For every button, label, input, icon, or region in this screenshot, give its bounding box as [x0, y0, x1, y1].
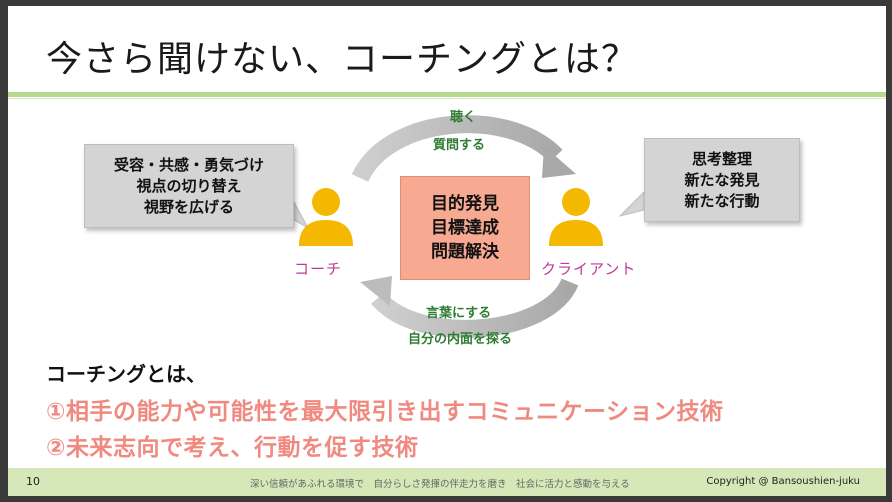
goal-box-line: 目的発見 — [431, 194, 499, 214]
title-divider-thin — [8, 98, 886, 99]
page-number: 10 — [26, 475, 40, 488]
top-arc-label: 質問する — [433, 138, 486, 153]
footer-tagline: 深い信頼があふれる環境で 自分らしさ発揮の伴走力を磨き 社会に活力と感動を与える — [250, 479, 630, 490]
title-area: 今さら聞けない、コーチングとは？ — [8, 6, 886, 90]
goal-box: 目的発見 目標達成 問題解決 — [400, 176, 530, 280]
goal-box-line: 目標達成 — [431, 218, 499, 238]
coach-callout-pointer — [293, 201, 310, 230]
slide-footer: 10 深い信頼があふれる環境で 自分らしさ発揮の伴走力を磨き 社会に活力と感動を… — [8, 468, 886, 496]
client-callout-line: 新たな発見 — [684, 170, 760, 189]
coach-callout: 受容・共感・勇気づけ 視点の切り替え 視野を広げる — [84, 144, 294, 228]
coach-callout-line: 視点の切り替え — [136, 176, 242, 195]
coach-label: コーチ — [294, 260, 343, 278]
client-callout-line: 思考整理 — [691, 149, 752, 168]
title-divider — [8, 92, 886, 97]
client-callout: 思考整理 新たな発見 新たな行動 — [644, 138, 800, 222]
client-callout-pointer — [618, 190, 645, 217]
person-icon — [299, 188, 353, 246]
coach-callout-line: 受容・共感・勇気づけ — [113, 155, 264, 174]
coach-callout-line: 視野を広げる — [143, 197, 234, 216]
curved-arrow-right-icon — [351, 115, 576, 183]
slide: 今さら聞けない、コーチングとは？ — [8, 6, 886, 496]
client-label: クライアント — [541, 260, 637, 278]
diagram-graphics — [293, 115, 645, 338]
curved-arrow-left-icon — [360, 276, 579, 338]
bottom-arc-label: 自分の内面を探る — [408, 332, 513, 347]
coaching-diagram: 受容・共感・勇気づけ 視点の切り替え 視野を広げる 思考整理 新たな発見 新たな… — [8, 6, 886, 496]
definition-point: ①相手の能力や可能性を最大限引き出すコミュニケーション技術 — [46, 399, 724, 425]
copyright-notice: Copyright @ Bansoushien-juku — [706, 476, 860, 487]
person-icon — [549, 188, 603, 246]
definition-heading: コーチングとは、 — [46, 362, 206, 386]
goal-box-line: 問題解決 — [431, 242, 499, 262]
top-arc-label: 聴く — [450, 110, 477, 125]
slide-title: 今さら聞けない、コーチングとは？ — [46, 39, 639, 80]
bottom-arc-label: 言葉にする — [426, 306, 492, 321]
client-callout-line: 新たな行動 — [684, 191, 760, 210]
definition-point: ②未来志向で考え、行動を促す技術 — [46, 435, 419, 461]
